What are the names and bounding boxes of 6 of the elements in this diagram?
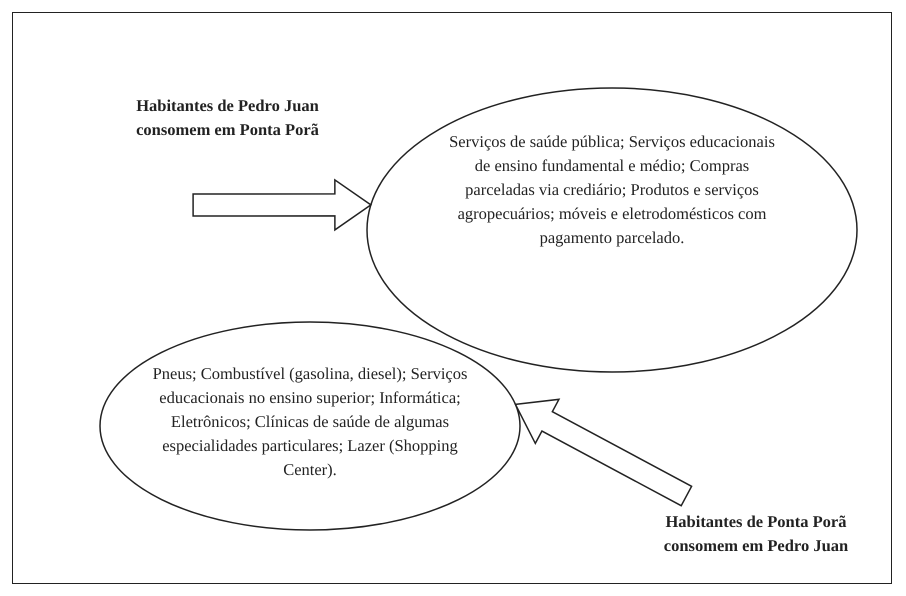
heading-text: Habitantes de Ponta Porã consomem em Pedro Juan [662, 511, 850, 557]
ellipse-text: Pneus; Combustível (gasolina, diesel); Serviços educacionais no ensino superior; Informática; Eletrônicos; Clínicas de saúde de algumas especialidades particulares; Lazer (Shopping Center). [152, 363, 468, 481]
block-arrow [192, 178, 372, 232]
ellipse-text: Serviços de saúde pública; Serviços educacionais de ensino fundamental e médio; Compras parceladas via crediário; Produtos e serviços agropecuários; móveis e eletrodomésticos com pagamento parcelado. [448, 131, 776, 249]
heading-text: Habitantes de Pedro Juan consomem em Ponta Porã [135, 95, 320, 141]
block-arrow [514, 398, 693, 507]
